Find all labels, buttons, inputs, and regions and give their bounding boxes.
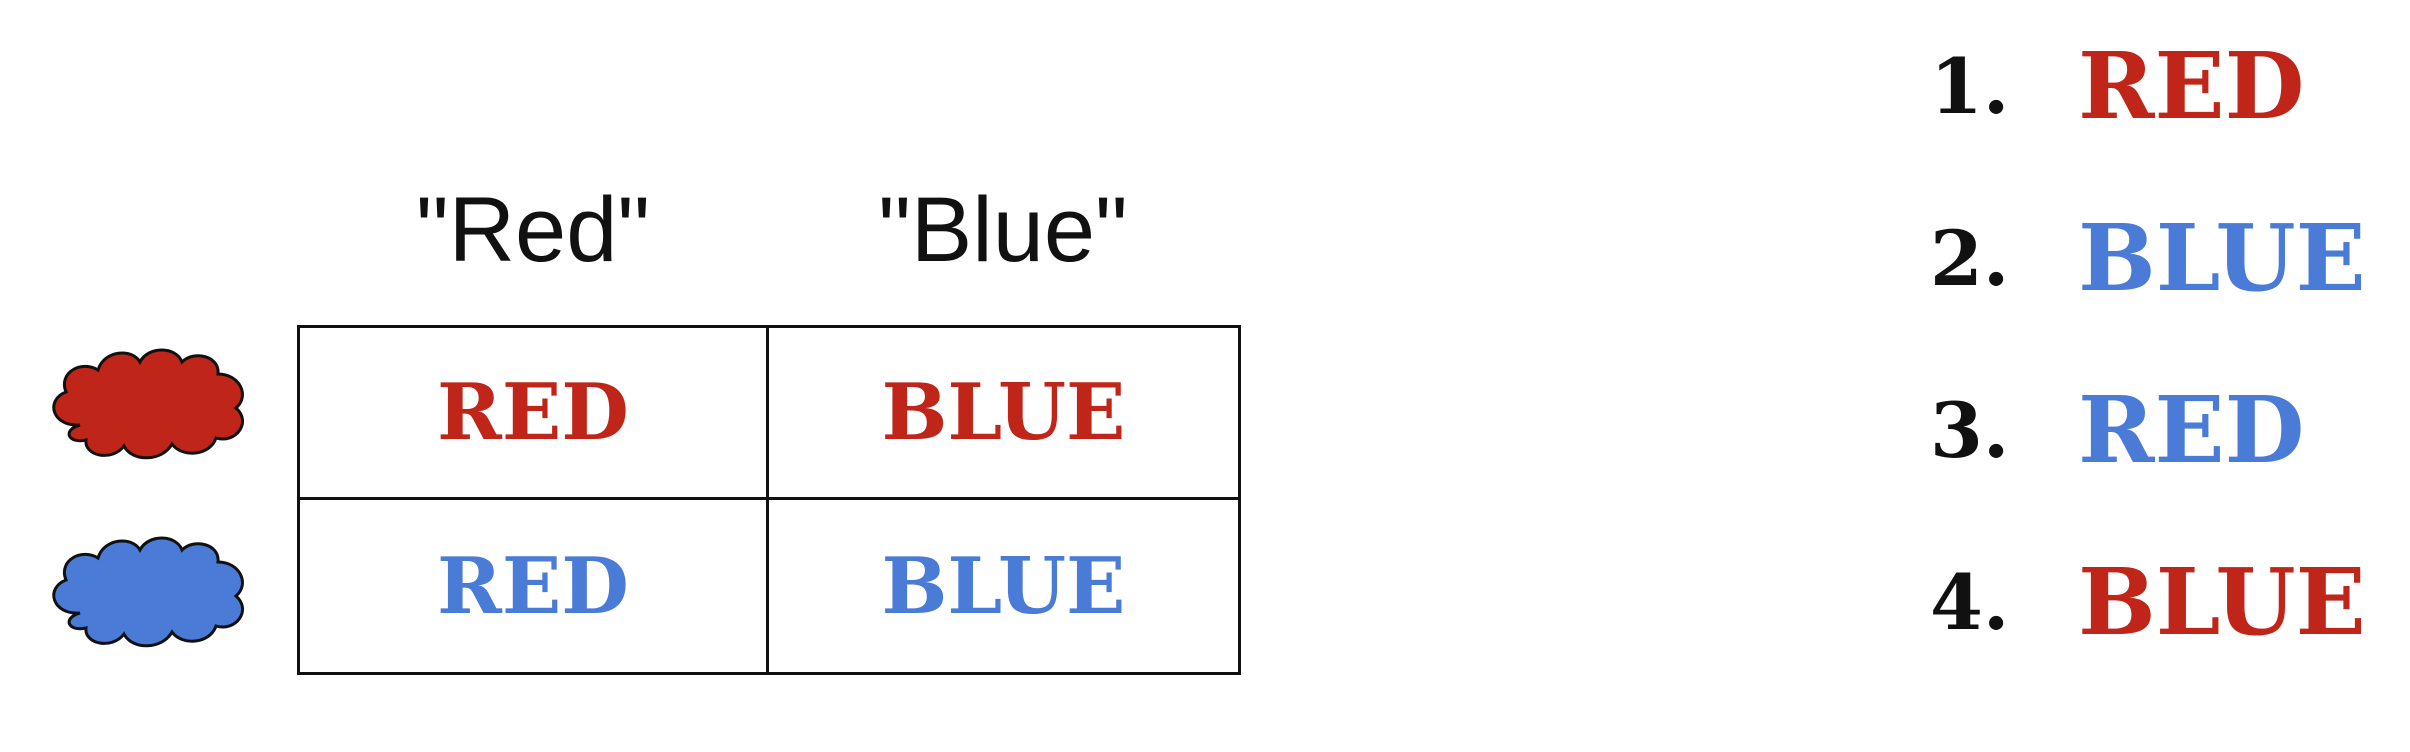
stroop-grid: RED BLUE RED BLUE	[297, 325, 1241, 675]
list-word: RED	[2078, 32, 2305, 140]
cloud-shape	[52, 348, 244, 460]
column-header-red: "Red"	[415, 179, 651, 281]
list-item: 3. RED	[1930, 344, 2400, 516]
list-number: 3.	[1930, 385, 2010, 475]
numbered-list: 1. RED 2. BLUE 3. RED 4. BLUE	[1930, 0, 2400, 688]
list-item: 1. RED	[1930, 0, 2400, 172]
list-number: 1.	[1930, 41, 2010, 131]
list-number: 4.	[1930, 557, 2010, 647]
grid-cell-red-red: RED	[300, 328, 769, 500]
blue-cloud-icon	[52, 536, 244, 648]
cloud-shape	[52, 536, 244, 648]
list-item: 2. BLUE	[1930, 172, 2400, 344]
list-word: BLUE	[2078, 548, 2366, 656]
grid-cell-blue-red: RED	[300, 500, 769, 672]
list-number: 2.	[1930, 213, 2010, 303]
list-word: BLUE	[2078, 204, 2366, 312]
grid-cell-red-blue: BLUE	[769, 328, 1238, 500]
red-cloud-icon	[52, 348, 244, 460]
list-word: RED	[2078, 376, 2305, 484]
list-item: 4. BLUE	[1930, 516, 2400, 688]
grid-cell-blue-blue: BLUE	[881, 540, 1126, 632]
column-header-blue: "Blue"	[878, 179, 1128, 281]
